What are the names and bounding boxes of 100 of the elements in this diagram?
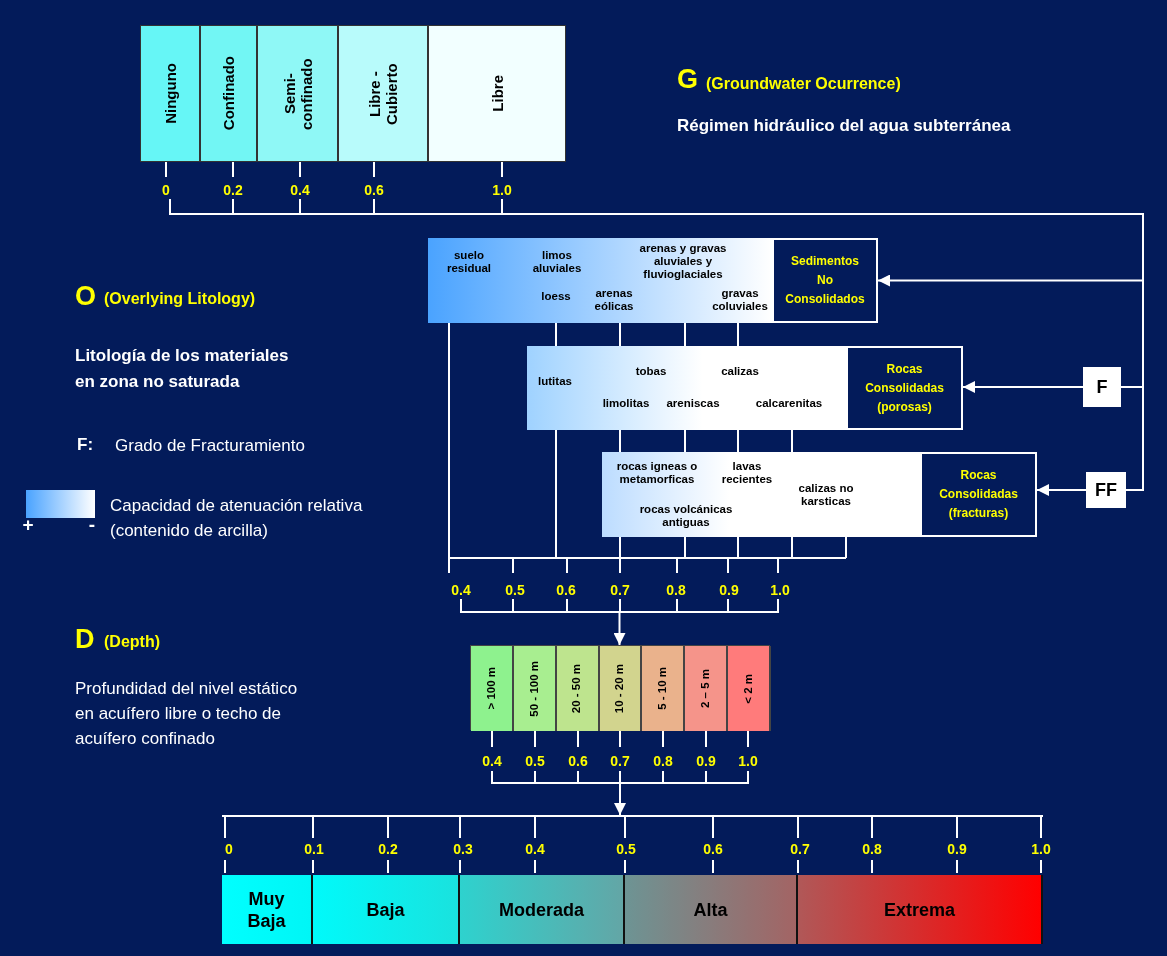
lithology-label: tobas (634, 364, 668, 378)
depth-cell (556, 646, 600, 731)
lithology-band (428, 238, 772, 323)
tick-label: 0 (224, 842, 234, 856)
lithology-label: arenas y gravas aluviales y fluvioglaciales (638, 241, 728, 281)
legend-text: Capacidad de atenuación relativa (contenido de arcilla) (110, 495, 364, 542)
scale-bracket (491, 771, 749, 784)
sign-text: + (21, 515, 35, 534)
vulnerability-class (625, 875, 798, 944)
depth-cell (513, 646, 557, 731)
depth-text: 20 - 50 m (571, 663, 583, 714)
factor-text: F (1096, 378, 1108, 396)
depth-bar (470, 645, 770, 730)
depth-cell (471, 646, 514, 731)
tick-label: 0.5 (615, 842, 637, 856)
lithology-label: loess (540, 289, 572, 303)
tick-label: 0.2 (377, 842, 399, 856)
lithology-label: lavas recientes (720, 460, 774, 486)
description-text: Régimen hidráulico del agua subterránea (677, 115, 1012, 137)
tick-label: 0.4 (289, 183, 311, 197)
tick-label: 0.6 (702, 842, 724, 856)
arrow (962, 381, 1084, 393)
aquifer-type-cell (140, 25, 200, 162)
cell-text: Semi-confinado (280, 56, 315, 132)
tick-label: 0.6 (363, 183, 385, 197)
lithology-label: calcarenitas (754, 396, 824, 410)
section-title: (Overlying Litology) (104, 291, 257, 307)
tick-label: 0.7 (609, 754, 631, 768)
vulnerability-class (798, 875, 1043, 944)
lithology-label: lutitas (537, 374, 573, 388)
tick-label: 0.9 (695, 754, 717, 768)
category-box (920, 452, 1037, 537)
lithology-label: limos aluviales (531, 249, 583, 275)
arrow (614, 783, 626, 816)
lithology-label: areniscas (665, 396, 721, 410)
category-title: Sedimentos No Consolidados (784, 253, 866, 308)
class-text: Baja (366, 898, 405, 921)
class-text: Alta (693, 898, 728, 921)
aquifer-type-cell (257, 25, 338, 162)
cell-text: Ninguno (161, 63, 179, 124)
depth-text: 5 - 10 m (657, 667, 669, 710)
section-letter: O (75, 283, 97, 310)
lithology-label: rocas volcánicas antiguas (638, 503, 734, 529)
category-title: Rocas Consolidadas (fracturas) (938, 467, 1019, 522)
aquifer-type-cell (428, 25, 566, 162)
tick-label: 0.9 (718, 583, 740, 597)
lithology-label: suelo residual (445, 249, 493, 275)
description-text: Profundidad del nivel estático en acuífero libre o techo de acuífero confinado (75, 678, 299, 750)
tick-label: 0.2 (222, 183, 244, 197)
tick-label: 0.6 (555, 583, 577, 597)
lithology-label: rocas igneas o metamorficas (615, 460, 699, 486)
depth-text: 50 - 100 m (528, 660, 540, 717)
description-text: Grado de Fracturamiento (115, 435, 306, 457)
vulnerability-class (460, 875, 625, 944)
scale-bracket (460, 599, 779, 613)
tick-label: 0.6 (567, 754, 589, 768)
tick-label: 0.1 (303, 842, 325, 856)
lithology-label: gravas coluviales (711, 287, 769, 313)
category-title: Rocas Consolidadas (porosas) (864, 360, 945, 416)
lithology-label: limolitas (601, 396, 651, 410)
depth-text: < 2 m (742, 673, 755, 704)
tick-label: 0.5 (524, 754, 546, 768)
lithology-band (527, 346, 846, 430)
section-title: (Depth) (104, 634, 161, 650)
depth-cell (642, 646, 686, 731)
aquifer-type-cell (338, 25, 428, 162)
scale-bracket (169, 199, 503, 215)
cell-text: Libre (488, 75, 506, 112)
cell-text: Confinado (220, 56, 237, 131)
factor-box (1083, 367, 1121, 407)
vulnerability-class (222, 875, 313, 944)
factor-text: FF (1095, 481, 1117, 499)
section-letter: D (75, 626, 96, 653)
tick-label: 0.4 (524, 842, 546, 856)
tick-label: 1.0 (1030, 842, 1052, 856)
category-box (772, 238, 878, 323)
section-title: (Groundwater Ocurrence) (706, 76, 902, 92)
depth-text: > 100 m (485, 667, 498, 710)
arrow (1036, 484, 1087, 496)
tick-label: 0.7 (789, 842, 811, 856)
lithology-label: calizas (720, 364, 760, 378)
cell-text: Libre - Cubierto (366, 61, 400, 127)
sign-text: - (87, 515, 97, 534)
tick-label: 0.7 (609, 583, 631, 597)
category-box (846, 346, 963, 430)
tick-label: 0 (161, 183, 171, 197)
tick-label: 1.0 (769, 583, 791, 597)
depth-cell (599, 646, 643, 731)
factor-box (1086, 472, 1126, 508)
description-text: F: (77, 434, 95, 456)
lithology-label: arenas eólicas (593, 287, 635, 313)
depth-cell (728, 646, 771, 731)
tick-label: 0.4 (481, 754, 503, 768)
depth-text: 2 – 5 m (699, 669, 712, 708)
depth-text: 10 - 20 m (614, 663, 626, 714)
tick-label: 0.5 (504, 583, 526, 597)
tick-label: 0.3 (452, 842, 474, 856)
tick-label: 1.0 (491, 183, 513, 197)
tick-label: 0.8 (652, 754, 674, 768)
lithology-label: calizas no karsticas (797, 482, 855, 508)
